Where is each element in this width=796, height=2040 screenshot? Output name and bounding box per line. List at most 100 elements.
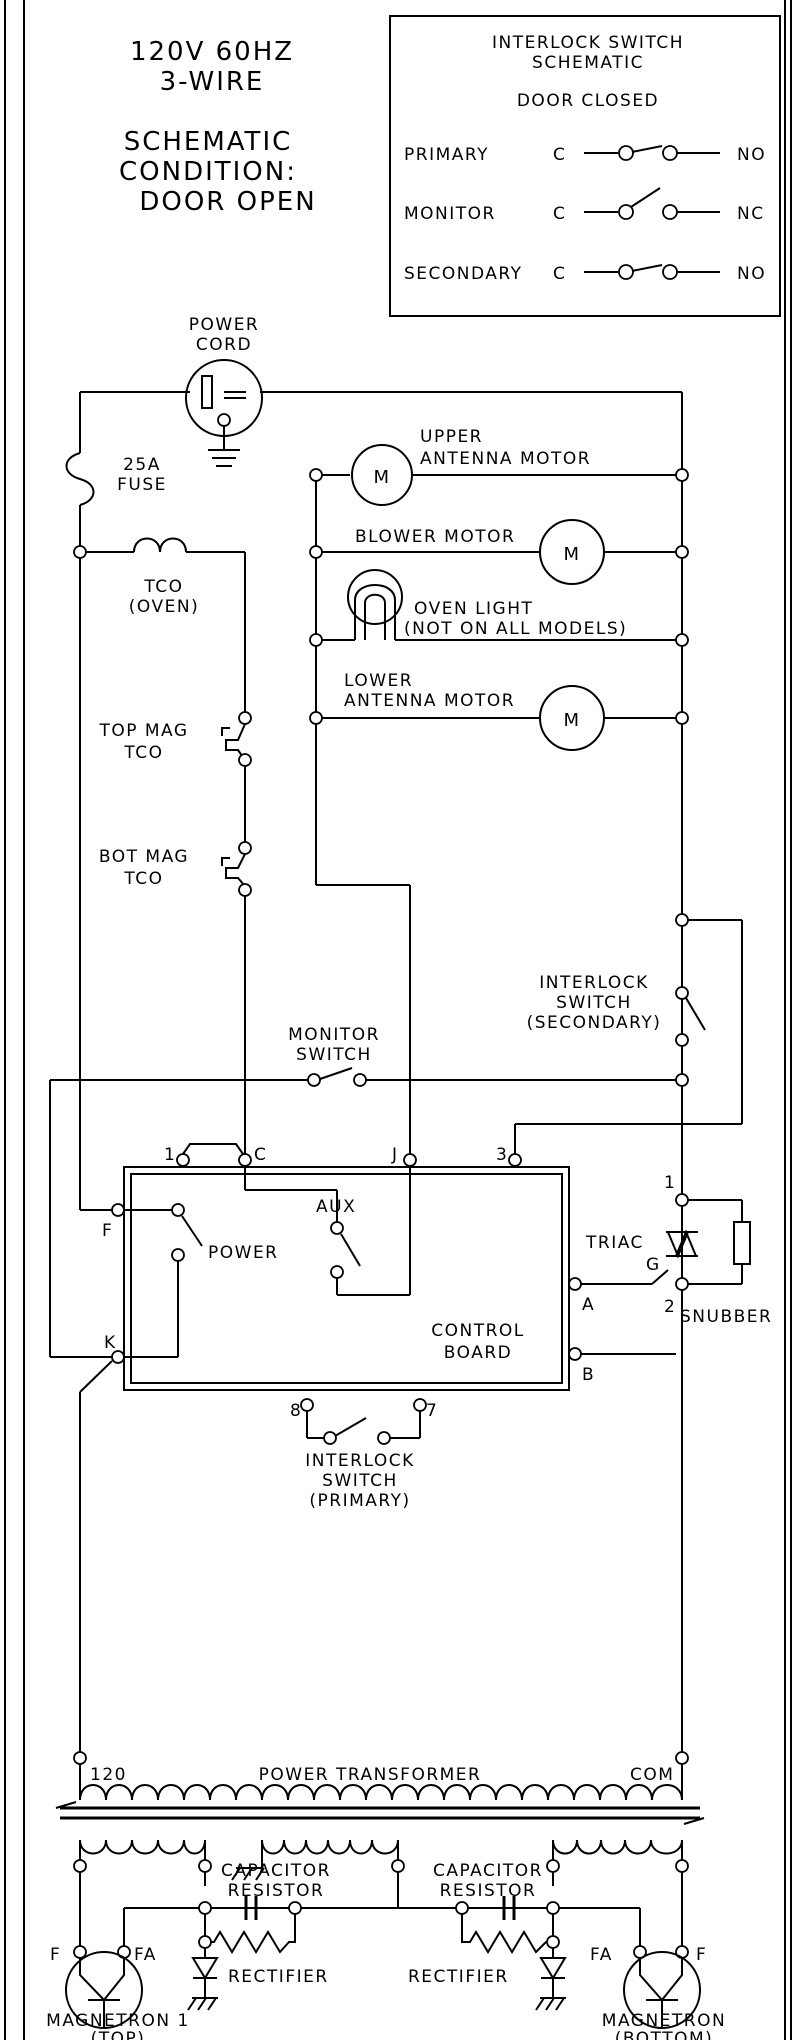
lower-antenna-motor-label: LOWER (344, 671, 413, 691)
interlock-switch-primary: 8 7 INTERLOCK SWITCH (PRIMARY) (290, 1398, 438, 1511)
terminal-7-label: 7 (426, 1401, 438, 1421)
legend-row-common: C (553, 264, 566, 284)
capacitor-resistor-left: CAPACITOR (221, 1861, 331, 1881)
terminal-a-label: A (582, 1295, 595, 1315)
top-mag-tco-label: TOP MAG (98, 721, 188, 741)
interlock-primary-label-3: (PRIMARY) (309, 1491, 410, 1511)
control-board-label-2: BOARD (444, 1343, 512, 1363)
legend-subtitle: SCHEMATIC (532, 53, 644, 73)
legend-row-primary: PRIMARY C NO (404, 145, 766, 165)
interlock-primary-label: INTERLOCK (305, 1451, 414, 1471)
legend-row-contact: NC (737, 204, 765, 224)
tap-120-label: 120 (90, 1765, 127, 1785)
legend-row-common: C (553, 204, 566, 224)
legend-state: DOOR CLOSED (517, 91, 659, 111)
interlock-switch-secondary: INTERLOCK SWITCH (SECONDARY) (514, 913, 743, 1160)
capacitor-resistor-left-2: RESISTOR (228, 1881, 325, 1901)
oven-light-label: OVEN LIGHT (414, 599, 533, 619)
upper-antenna-motor-label-2: ANTENNA MOTOR (420, 449, 591, 469)
legend-row-common: C (553, 145, 566, 165)
interlock-secondary-label-2: SWITCH (556, 993, 632, 1013)
magnetron-top-label: MAGNETRON 1 (46, 2011, 190, 2031)
schematic-frame (4, 0, 792, 2040)
rectifier-left-label: RECTIFIER (228, 1967, 329, 1987)
legend-row-secondary: SECONDARY C NO (404, 264, 766, 284)
interlock-primary-label-2: SWITCH (322, 1471, 398, 1491)
upper-antenna-motor-label: UPPER (420, 427, 483, 447)
motor-symbol: M (373, 467, 390, 488)
interlock-legend: INTERLOCK SWITCH SCHEMATIC DOOR CLOSED P… (389, 15, 781, 317)
transformer-secondary-left (79, 1839, 206, 1860)
monitor-switch: MONITOR SWITCH (49, 1025, 689, 1358)
terminal-j-label: J (391, 1145, 399, 1165)
transformer-primary-coil (79, 1764, 683, 1801)
transformer-secondary-center (261, 1839, 399, 1868)
legend-row-label: SECONDARY (404, 264, 523, 284)
magnetron-bottom-label-2: (BOTTOM) (615, 2029, 714, 2040)
magnetron-top-label-2: (TOP) (91, 2029, 146, 2040)
terminal-b-label: B (582, 1365, 595, 1385)
condition-state: DOOR OPEN (139, 187, 316, 217)
magnetron-bottom-fa-label: FA (590, 1945, 613, 1965)
supply-wiring (65, 391, 683, 1752)
power-relay-label: POWER (208, 1243, 279, 1263)
control-board: CONTROL BOARD 1 C J 3 F POWER K (79, 1143, 676, 1752)
tco-oven-symbol (133, 537, 187, 553)
legend-row-contact: NO (737, 264, 766, 284)
supply-wiring: 3-WIRE (160, 67, 265, 97)
legend-row-contact: NO (737, 145, 766, 165)
capacitor-resistor-right-2: RESISTOR (440, 1881, 537, 1901)
interlock-secondary-label: INTERLOCK (539, 973, 648, 993)
condition-subtitle: CONDITION: (119, 157, 297, 187)
terminal-1-label: 1 (164, 1145, 176, 1165)
power-cord-plug: POWER CORD 25A FUSE (117, 315, 263, 495)
power-transformer-label: POWER TRANSFORMER (259, 1765, 482, 1785)
legend-row-label: PRIMARY (404, 145, 489, 165)
capacitor-resistor-right: CAPACITOR (433, 1861, 543, 1881)
tap-com-label: COM (630, 1765, 674, 1785)
thermal-cutouts: TCO (OVEN) TOP MAG TCO BOT MAG TCO (73, 537, 252, 1160)
monitor-switch-label-2: SWITCH (296, 1045, 372, 1065)
tco-oven-label-2: (OVEN) (129, 597, 199, 617)
tco-oven-label: TCO (143, 577, 183, 597)
terminal-1-triac-label: 1 (664, 1173, 676, 1193)
legend-row-label: MONITOR (404, 204, 496, 224)
power-transformer: 120 COM POWER TRANSFORMER (55, 1751, 705, 1881)
motor-symbol: M (563, 710, 580, 731)
terminal-c-label: C (254, 1145, 267, 1165)
legend-row-monitor: MONITOR C NC (404, 187, 765, 224)
aux-relay-label: AUX (316, 1197, 356, 1217)
triac-label: TRIAC (585, 1233, 644, 1253)
high-voltage-circuit: CAPACITOR RECTIFIER RECTIFIER CAPACITOR … (46, 1861, 726, 2040)
blower-motor-label: BLOWER MOTOR (355, 527, 515, 547)
terminal-g-label: G (646, 1255, 661, 1275)
legend-title: INTERLOCK SWITCH (492, 33, 684, 53)
terminal-f-label: F (102, 1221, 113, 1241)
control-board-label: CONTROL (431, 1321, 525, 1341)
transformer-secondary-right (552, 1839, 683, 1860)
snubber-label: SNUBBER (680, 1307, 772, 1327)
magnetron-top-fa-label: FA (134, 1945, 157, 1965)
magnetron-top-f-label: F (50, 1945, 61, 1965)
magnetron-bottom-label: MAGNETRON (602, 2011, 726, 2031)
terminal-2-label: 2 (664, 1297, 676, 1317)
magnetron-bottom-f-label: F (696, 1945, 707, 1965)
motor-symbol: M (563, 544, 580, 565)
bot-mag-tco-label-2: TCO (123, 869, 163, 889)
lower-antenna-motor-label-2: ANTENNA MOTOR (344, 691, 515, 711)
monitor-switch-label: MONITOR (288, 1025, 380, 1045)
interlock-secondary-label-3: (SECONDARY) (527, 1013, 662, 1033)
fuse-label: 25A (123, 455, 161, 475)
power-cord-label-2: CORD (196, 335, 252, 355)
triac-snubber: 1 2 SNUBBER (664, 1173, 772, 1327)
schematic-header: 120V 60HZ 3-WIRE SCHEMATIC CONDITION: DO… (119, 37, 316, 217)
load-circuits: M UPPER ANTENNA MOTOR M BLOWER MOTOR OVE… (309, 427, 689, 1162)
terminal-3-label: 3 (496, 1145, 508, 1165)
terminal-k-label: K (104, 1333, 117, 1353)
top-mag-tco-label-2: TCO (123, 743, 163, 763)
oven-light-note: (NOT ON ALL MODELS) (404, 619, 627, 639)
power-cord-label: POWER (189, 315, 260, 335)
fuse-label-2: FUSE (117, 475, 167, 495)
rectifier-right-label: RECTIFIER (408, 1967, 509, 1987)
